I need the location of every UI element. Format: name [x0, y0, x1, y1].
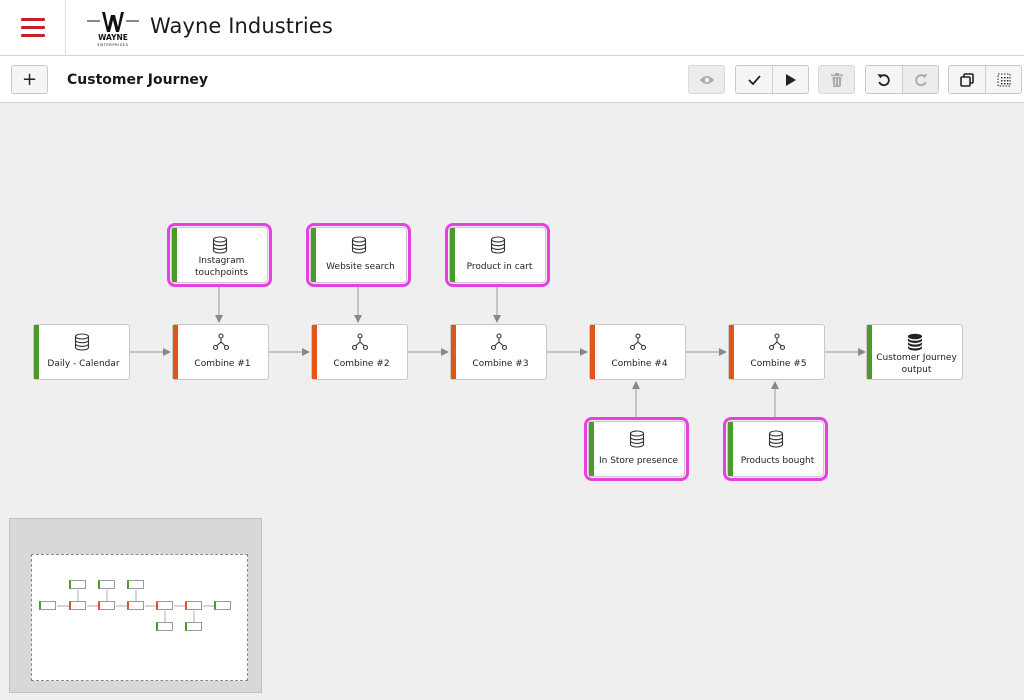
- app-header: WAYNE ENTERPRISES Wayne Industries: [0, 0, 1024, 56]
- play-icon: [786, 73, 796, 86]
- app-title: Wayne Industries: [150, 14, 333, 38]
- grid-icon: [997, 73, 1010, 86]
- node-daily-calendar[interactable]: Daily - Calendar: [33, 324, 130, 380]
- database-icon: [351, 236, 366, 254]
- node-label: Products bought: [740, 456, 815, 466]
- minimap-node: [156, 622, 173, 631]
- minimap-node: [127, 601, 144, 610]
- minimap[interactable]: [9, 518, 262, 693]
- undo-button[interactable]: [866, 66, 902, 93]
- node-product-in-cart[interactable]: Product in cart: [445, 223, 550, 287]
- merge-icon: [629, 333, 646, 351]
- database-icon: [629, 430, 644, 448]
- merge-icon: [351, 333, 368, 351]
- node-products-bought[interactable]: Products bought: [723, 417, 828, 481]
- add-button[interactable]: +: [11, 65, 48, 94]
- preview-button[interactable]: [688, 65, 725, 94]
- minimap-edges: [57, 590, 214, 622]
- duplicate-button[interactable]: [949, 66, 985, 93]
- validate-button[interactable]: [736, 66, 772, 93]
- check-icon: [747, 74, 761, 85]
- trash-icon: [830, 72, 843, 87]
- svg-text:WAYNE: WAYNE: [98, 33, 128, 42]
- eye-icon: [699, 75, 714, 84]
- merge-icon: [768, 333, 785, 351]
- minimap-node: [185, 601, 202, 610]
- node-website-search[interactable]: Website search: [306, 223, 411, 287]
- minimap-node: [98, 580, 115, 589]
- node-label: Website search: [326, 262, 395, 272]
- node-combine-3[interactable]: Combine #3: [450, 324, 547, 380]
- minimap-node: [98, 601, 115, 610]
- grid-toggle-button[interactable]: [985, 66, 1021, 93]
- minimap-node: [127, 580, 144, 589]
- node-combine-1[interactable]: Combine #1: [172, 324, 269, 380]
- node-label: In Store presence: [598, 456, 679, 466]
- node-combine-2[interactable]: Combine #2: [311, 324, 408, 380]
- minimap-node: [69, 601, 86, 610]
- minimap-node: [156, 601, 173, 610]
- merge-icon: [212, 333, 229, 351]
- node-customer-journey-output[interactable]: Customer Journey output: [866, 324, 963, 380]
- workflow-edges: [130, 286, 866, 417]
- copy-icon: [960, 72, 974, 87]
- node-label: Instagram touchpoints: [194, 256, 249, 278]
- workflow-canvas[interactable]: Daily - Calendar Combine #1 Combine #2 C…: [0, 103, 1024, 700]
- minimap-node: [214, 601, 231, 610]
- database-icon: [74, 333, 89, 351]
- plus-icon: +: [21, 69, 38, 90]
- wayne-logo: WAYNE ENTERPRISES: [84, 9, 142, 47]
- node-label: Combine #3: [472, 359, 529, 369]
- undo-icon: [877, 73, 890, 86]
- minimap-node: [69, 580, 86, 589]
- database-icon: [768, 430, 783, 448]
- view-button-group: [948, 65, 1022, 94]
- node-label: Customer Journey output: [876, 353, 957, 375]
- hamburger-menu-icon[interactable]: [0, 0, 66, 56]
- minimap-node: [39, 601, 56, 610]
- node-label: Combine #5: [750, 359, 807, 369]
- page-title: Customer Journey: [67, 72, 209, 88]
- svg-text:ENTERPRISES: ENTERPRISES: [97, 43, 128, 47]
- node-label: Product in cart: [466, 262, 533, 272]
- database-filled-icon: [907, 333, 922, 351]
- run-button-group: [735, 65, 809, 94]
- merge-icon: [490, 333, 507, 351]
- node-label: Daily - Calendar: [47, 359, 120, 369]
- node-label: Combine #4: [611, 359, 668, 369]
- node-combine-4[interactable]: Combine #4: [589, 324, 686, 380]
- node-label: Combine #2: [333, 359, 390, 369]
- minimap-node: [185, 622, 202, 631]
- redo-button[interactable]: [902, 66, 938, 93]
- node-combine-5[interactable]: Combine #5: [728, 324, 825, 380]
- database-icon: [212, 236, 227, 254]
- history-button-group: [865, 65, 939, 94]
- run-button[interactable]: [772, 66, 808, 93]
- minimap-viewport[interactable]: [31, 554, 248, 681]
- redo-icon: [914, 73, 927, 86]
- node-instagram-touchpoints[interactable]: Instagram touchpoints: [167, 223, 272, 287]
- delete-button[interactable]: [818, 65, 855, 94]
- node-label: Combine #1: [194, 359, 251, 369]
- database-icon: [490, 236, 505, 254]
- toolbar: + Customer Journey: [0, 56, 1024, 103]
- node-in-store-presence[interactable]: In Store presence: [584, 417, 689, 481]
